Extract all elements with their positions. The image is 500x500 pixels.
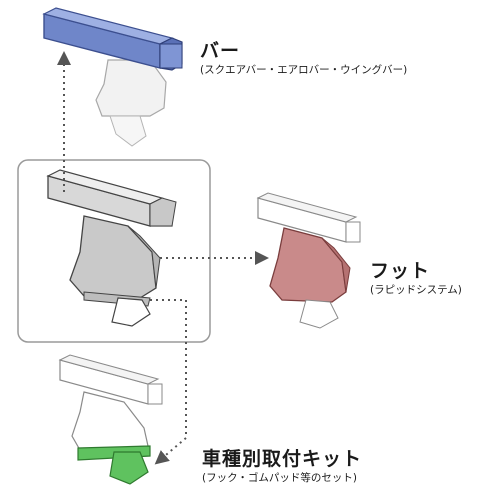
foot-illustration [256,192,361,329]
bar-subtitle: (スクエアバー・エアロバー・ウイングバー) [200,64,408,76]
bar-illustration [42,7,183,147]
bar-illustration-foot [95,59,167,117]
kit-illustration [58,354,163,485]
bar-title: バー [200,40,241,62]
foot-subtitle: (ラピッドシステム) [370,284,462,296]
kit-subtitle: (フック・ゴムパッド等のセット) [202,472,357,484]
kit-title: 車種別取付キット [202,448,363,470]
complete-rack-illustration [46,169,177,327]
foot-title: フット [370,260,431,282]
arrow-to-kit [150,299,187,465]
